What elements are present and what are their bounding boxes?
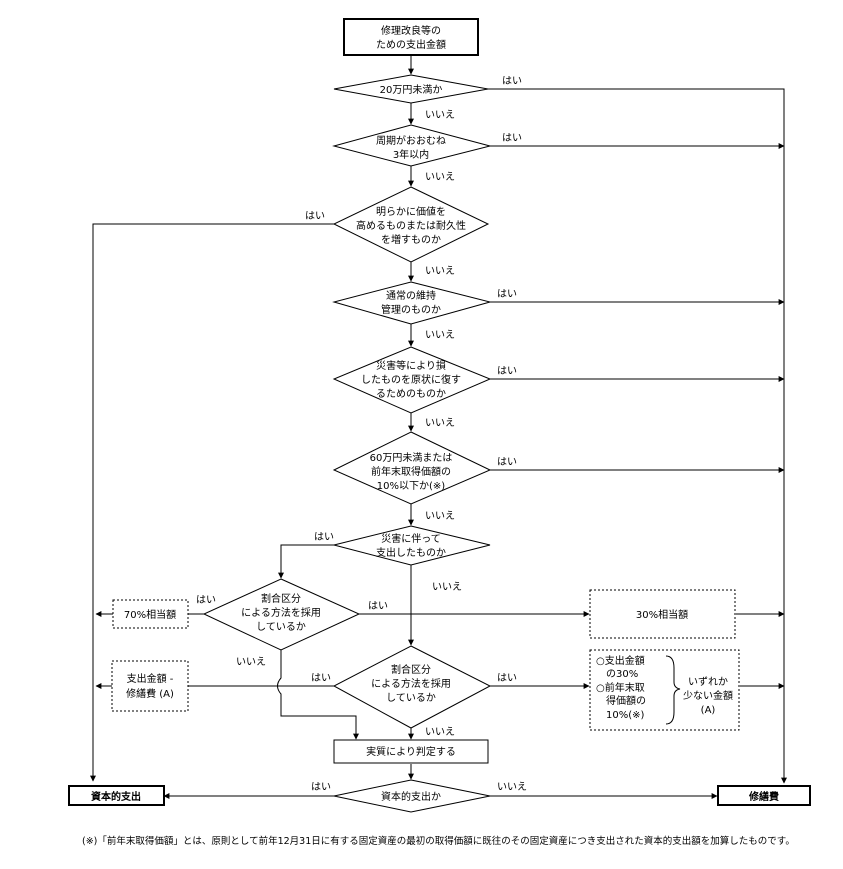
svg-text:30%相当額: 30%相当額: [636, 608, 688, 621]
svg-text:○前年末取: ○前年末取: [596, 681, 645, 694]
label-yes: はい: [497, 365, 517, 377]
decision-value-increase: 明らかに価値を 高めるものまたは耐久性 を増すものか: [332, 186, 490, 263]
box-expense-minus-repair: 支出金額 - 修繕費 (A): [111, 660, 189, 712]
label-yes: はい: [497, 288, 517, 300]
svg-text:少ない金額: 少ない金額: [683, 689, 733, 702]
svg-text:10%以下か(※): 10%以下か(※): [377, 480, 446, 492]
label-yes: はい: [311, 781, 331, 793]
decision-20man: 20万円未満か: [333, 74, 489, 104]
edge-labels: はい いいえ はい いいえ はい いいえ はい いいえ はい いいえ はい いい…: [196, 75, 527, 793]
label-no: いいえ: [432, 581, 462, 593]
box-substance-judge: 実質により判定する: [333, 739, 489, 764]
svg-text:支出金額 -: 支出金額 -: [127, 672, 174, 685]
svg-text:修繕費: 修繕費: [748, 790, 779, 803]
svg-text:しているか: しているか: [256, 621, 306, 633]
label-yes: はい: [502, 75, 522, 87]
decision-60man: 60万円未満または 前年末取得価額の 10%以下か(※): [332, 431, 492, 505]
start-line-2: ための支出金額: [376, 38, 446, 51]
box-repair-cost: 修繕費: [717, 785, 811, 806]
label-yes: はい: [497, 672, 517, 684]
svg-text:支出したものか: 支出したものか: [376, 546, 446, 559]
svg-text:70%相当額: 70%相当額: [124, 608, 176, 621]
label-no: いいえ: [425, 109, 455, 121]
svg-text:明らかに価値を: 明らかに価値を: [376, 205, 446, 218]
box-70pct: 70%相当額: [112, 599, 189, 629]
box-capital-expenditure: 資本的支出: [68, 785, 165, 806]
svg-text:資本的支出か: 資本的支出か: [381, 790, 441, 803]
svg-text:割合区分: 割合区分: [261, 592, 301, 605]
svg-text:いずれか: いずれか: [688, 676, 728, 688]
label-yes: はい: [502, 132, 522, 144]
footnote: (※)「前年末取得価額」とは、原則として前年12月31日に有する固定資産の最初の…: [82, 836, 795, 847]
svg-text:災害等により損: 災害等により損: [376, 359, 446, 372]
svg-text:の30%: の30%: [606, 669, 638, 680]
svg-text:高めるものまたは耐久性: 高めるものまたは耐久性: [356, 219, 466, 232]
label-yes: はい: [368, 600, 388, 612]
svg-text:20万円未満か: 20万円未満か: [380, 84, 443, 96]
svg-text:したものを原状に復す: したものを原状に復す: [361, 373, 461, 386]
svg-text:による方法を採用: による方法を採用: [371, 677, 451, 690]
label-no: いいえ: [425, 726, 455, 738]
box-30pct: 30%相当額: [589, 589, 736, 639]
svg-text:修繕費 (A): 修繕費 (A): [126, 687, 174, 700]
svg-text:10%(※): 10%(※): [606, 710, 645, 721]
label-yes: はい: [497, 456, 517, 468]
label-no: いいえ: [425, 171, 455, 183]
svg-text:(A): (A): [701, 705, 716, 716]
svg-text:割合区分: 割合区分: [391, 663, 431, 676]
decision-capital: 資本的支出か: [333, 779, 491, 813]
decision-ratio-left: 割合区分 による方法を採用 しているか: [202, 578, 361, 651]
svg-text:災害に伴って: 災害に伴って: [381, 532, 441, 545]
decision-disaster-spend: 災害に伴って 支出したものか: [333, 525, 491, 566]
box-either-smaller: ○支出金額 の30% ○前年末取 得価額の 10%(※) いずれか 少ない金額 …: [589, 649, 740, 731]
label-yes: はい: [314, 531, 334, 543]
start-box: 修理改良等の ための支出金額: [343, 18, 479, 56]
svg-text:通常の維持: 通常の維持: [386, 289, 436, 302]
svg-text:資本的支出: 資本的支出: [91, 790, 141, 803]
label-no: いいえ: [425, 265, 455, 277]
label-yes: はい: [311, 672, 331, 684]
label-no: いいえ: [425, 329, 455, 341]
label-no: いいえ: [236, 656, 266, 668]
label-yes: はい: [305, 210, 325, 222]
start-line-1: 修理改良等の: [381, 24, 441, 37]
label-no: いいえ: [497, 781, 527, 793]
svg-text:を増すものか: を増すものか: [381, 233, 441, 246]
decision-ratio-right: 割合区分 による方法を採用 しているか: [332, 645, 492, 729]
svg-text:得価額の: 得価額の: [606, 694, 646, 707]
decision-cycle: 周期がおおむね 3年以内: [332, 124, 492, 167]
decision-maintenance: 通常の維持 管理のものか: [332, 281, 492, 325]
svg-text:周期がおおむね: 周期がおおむね: [376, 134, 446, 147]
svg-text:実質により判定する: 実質により判定する: [366, 745, 456, 758]
label-no: いいえ: [425, 417, 455, 429]
svg-text:管理のものか: 管理のものか: [381, 303, 441, 316]
svg-text:3年以内: 3年以内: [393, 148, 429, 161]
svg-text:しているか: しているか: [386, 692, 436, 704]
svg-text:○支出金額: ○支出金額: [596, 654, 645, 667]
svg-text:60万円未満または: 60万円未満または: [370, 452, 453, 464]
decision-disaster-restore: 災害等により損 したものを原状に復す るためのものか: [332, 346, 492, 414]
label-no: いいえ: [425, 510, 455, 522]
svg-text:による方法を採用: による方法を採用: [241, 606, 321, 619]
svg-text:るためのものか: るためのものか: [376, 388, 446, 400]
svg-text:前年末取得価額の: 前年末取得価額の: [371, 465, 451, 478]
label-yes: はい: [196, 594, 216, 606]
